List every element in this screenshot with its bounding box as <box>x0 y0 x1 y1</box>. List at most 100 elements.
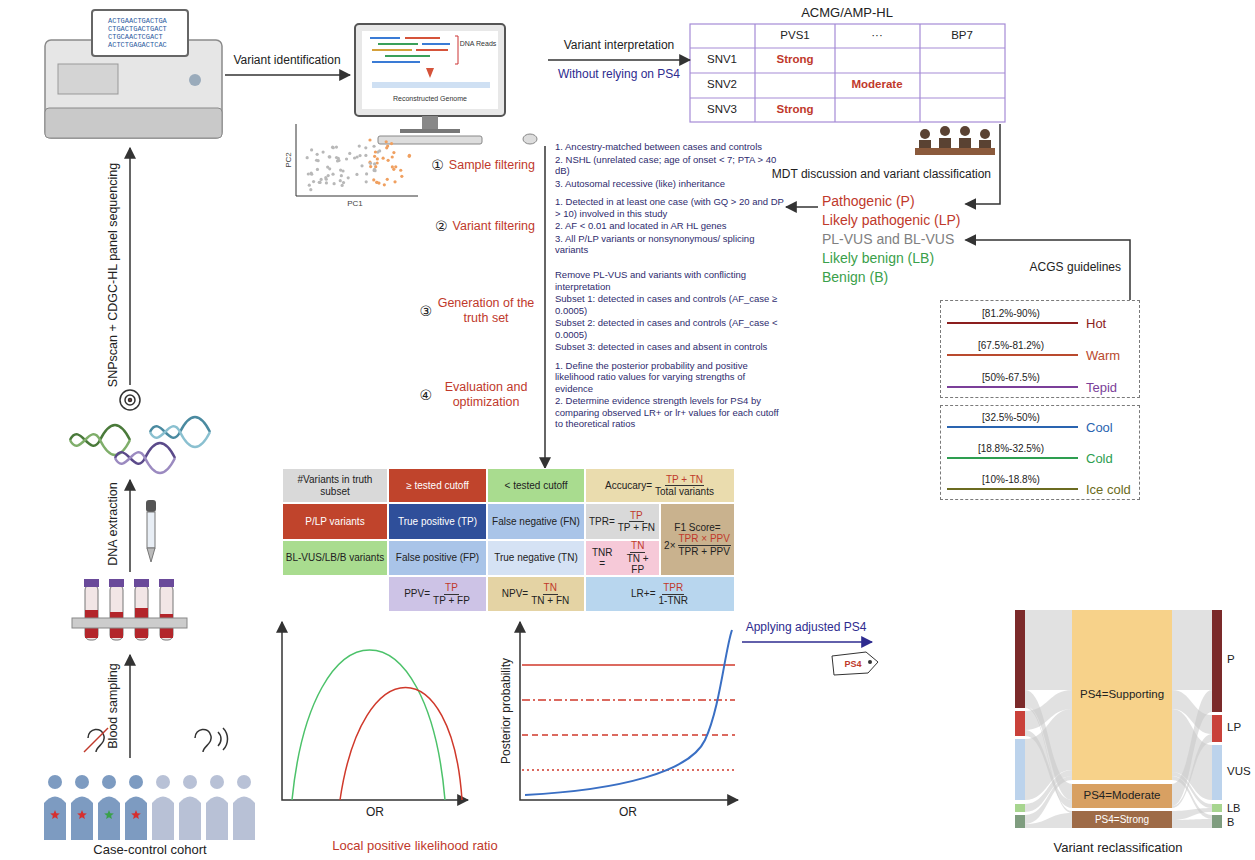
label: PC2 <box>284 152 293 168</box>
pca-dot <box>316 153 319 156</box>
node-text: ② <box>435 218 448 234</box>
node-text: TNR = <box>588 547 616 570</box>
illustration-part <box>292 650 445 800</box>
illustration-part <box>129 148 131 385</box>
pca-dot <box>347 176 350 179</box>
node-text: TPR <box>662 582 684 595</box>
fraction: TP + TNTotal variants <box>654 474 715 498</box>
node-text: Ice cold <box>1086 483 1131 498</box>
node-text: ① <box>431 157 444 173</box>
illustration-part <box>525 630 732 795</box>
sankey-flow <box>1025 813 1072 828</box>
pca-dot <box>358 154 361 157</box>
illustration-part <box>189 74 201 86</box>
node-text: Warm <box>1086 349 1120 364</box>
node-text: PL-VUS and BL-VUS <box>822 230 961 249</box>
step-block: ②Variant filtering1. Detected in at leas… <box>418 195 785 257</box>
illustration-part <box>370 37 400 39</box>
fraction: TNTN + FN <box>530 582 570 606</box>
node-text: F1 Score= <box>674 522 720 534</box>
pca-plot <box>296 124 418 196</box>
label: Variant reclassification <box>1053 841 1182 856</box>
node-text: Benign (B) <box>822 268 961 287</box>
label: Case-control cohort <box>93 843 206 858</box>
pca-dot <box>385 146 388 149</box>
illustration-part <box>1212 804 1222 812</box>
illustration-part <box>378 43 418 45</box>
node-text: Remove PL-VUS and variants with conflict… <box>555 269 785 292</box>
node-text: TPR × PPV <box>678 533 731 546</box>
label: PS4=Moderate <box>1083 789 1160 802</box>
pca-dot <box>400 175 403 178</box>
pca-dot <box>328 155 331 158</box>
pca-dot <box>310 172 313 175</box>
step-heading: ③Generation of the truth set <box>418 296 545 325</box>
step-items: Remove PL-VUS and variants with conflict… <box>555 268 785 354</box>
illustration-part <box>183 775 197 789</box>
sequencer-screen: ACTGAACTGACTGA CTGACTGACTGACT CTGCAACTCG… <box>40 5 225 140</box>
pca-dot <box>360 164 363 167</box>
pca-dot <box>328 155 331 158</box>
label: Local positive likelihood ratio <box>332 839 497 854</box>
pca-dot <box>372 178 375 181</box>
node-text: BL-VUS/LB/B variants <box>286 552 384 564</box>
step-block: ③Generation of the truth set Remove PL-VU… <box>418 268 785 354</box>
table-cell: #Variants in truth subset <box>282 468 388 503</box>
node-text: Generation of the truth set <box>437 296 535 325</box>
pca-dot <box>383 183 386 186</box>
pca-dot <box>312 180 315 183</box>
pca-dot <box>325 181 328 184</box>
label: Applying adjusted PS4 <box>745 621 868 635</box>
table-cell: False negative (FN) <box>487 503 585 540</box>
illustration-part <box>340 688 462 801</box>
node-text: Pathogenic (P) <box>822 192 961 211</box>
pca-dot <box>327 174 330 177</box>
illustration-part <box>1212 610 1222 712</box>
sequencer-machine <box>45 10 222 138</box>
node-text: TP <box>444 582 459 595</box>
illustration-part <box>129 480 131 572</box>
illustration-part <box>131 810 141 819</box>
person <box>233 775 255 840</box>
pca-dot <box>348 152 351 155</box>
illustration-part <box>690 24 1005 122</box>
node-text: Likely pathogenic (LP) <box>822 211 961 230</box>
illustration-part <box>210 775 224 789</box>
node-text: TP <box>629 510 644 523</box>
illustration-part <box>150 426 210 447</box>
illustration-part <box>125 797 147 841</box>
label: PS4=Supporting <box>1080 688 1164 701</box>
connector <box>786 206 818 208</box>
fraction: TPR × PPVTPR + PPV <box>678 533 731 557</box>
label: LB <box>1227 802 1240 815</box>
person <box>98 775 120 840</box>
node-text: 3. All P/LP variants or nonsynonymous/ s… <box>555 233 785 256</box>
chart-or <box>282 622 468 800</box>
node-text: Strong <box>776 53 813 66</box>
pca-dot <box>386 178 389 181</box>
illustration-part <box>690 24 1005 122</box>
table-cell: TPR=TPTP + FN <box>585 503 660 540</box>
node-text: Accucary= <box>605 480 652 492</box>
table-cell: BL-VUS/LB/B variants <box>282 540 388 576</box>
illustration-part <box>296 124 418 196</box>
computer <box>355 24 537 144</box>
pca-dot <box>308 184 311 187</box>
person <box>44 775 66 840</box>
pca-dot <box>337 157 340 160</box>
node-text: NPV= <box>502 588 528 600</box>
pca-dot <box>372 145 375 148</box>
illustration-part <box>522 769 735 771</box>
node-text: Moderate <box>851 78 902 91</box>
pca-dot <box>324 176 327 179</box>
pca-dot <box>341 169 344 172</box>
illustration-part <box>75 775 89 789</box>
node-text: TN <box>543 582 558 595</box>
pca-dot <box>364 146 367 149</box>
node-text: Sample filtering <box>449 158 535 172</box>
label: P <box>1227 653 1235 666</box>
pca-dot <box>376 157 379 160</box>
illustration-part <box>129 655 131 758</box>
